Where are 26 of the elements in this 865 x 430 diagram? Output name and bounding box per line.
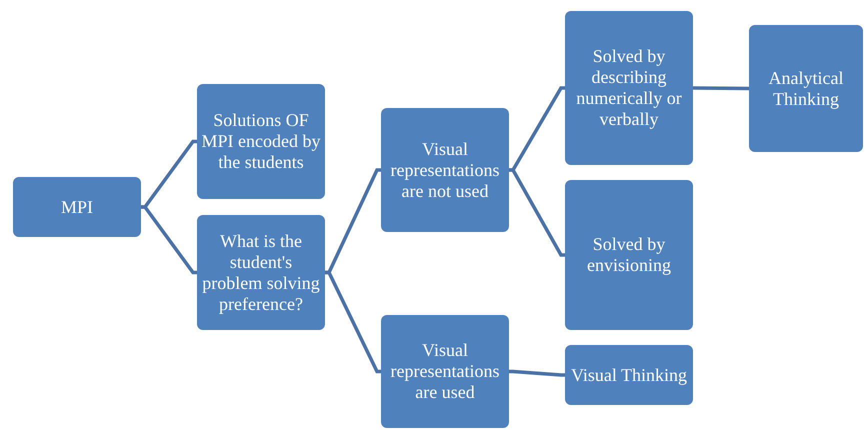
box-label: MPI	[60, 196, 93, 218]
connector-line	[141, 140, 197, 209]
process-box	[565, 345, 693, 405]
box-label: Visual Thinking	[570, 364, 688, 386]
process-box	[381, 315, 509, 428]
box-label: Solved by describing numerically or verbally	[575, 46, 683, 130]
box-label: What is the student's problem solving preference?	[201, 230, 321, 314]
process-box	[565, 180, 693, 330]
connector-line	[325, 270, 381, 374]
connector-line	[141, 205, 197, 274]
process-box	[749, 25, 863, 152]
process-box	[565, 11, 693, 165]
process-box	[381, 108, 509, 232]
box-label: Visual representations are not used	[390, 138, 500, 202]
connector-line	[509, 86, 565, 172]
process-box	[197, 215, 325, 330]
box-label: Solved by envisioning	[586, 234, 672, 276]
connector-line	[509, 168, 565, 257]
box-label: Visual representations are used	[390, 340, 500, 403]
connector-line	[509, 370, 565, 377]
connector-line	[325, 168, 381, 274]
process-box	[197, 84, 325, 199]
connector-line	[692, 86, 750, 90]
box-label: Solutions OF MPI encoded by the students	[200, 110, 322, 173]
box-label: Analytical Thinking	[768, 68, 844, 110]
process-box	[13, 177, 141, 237]
